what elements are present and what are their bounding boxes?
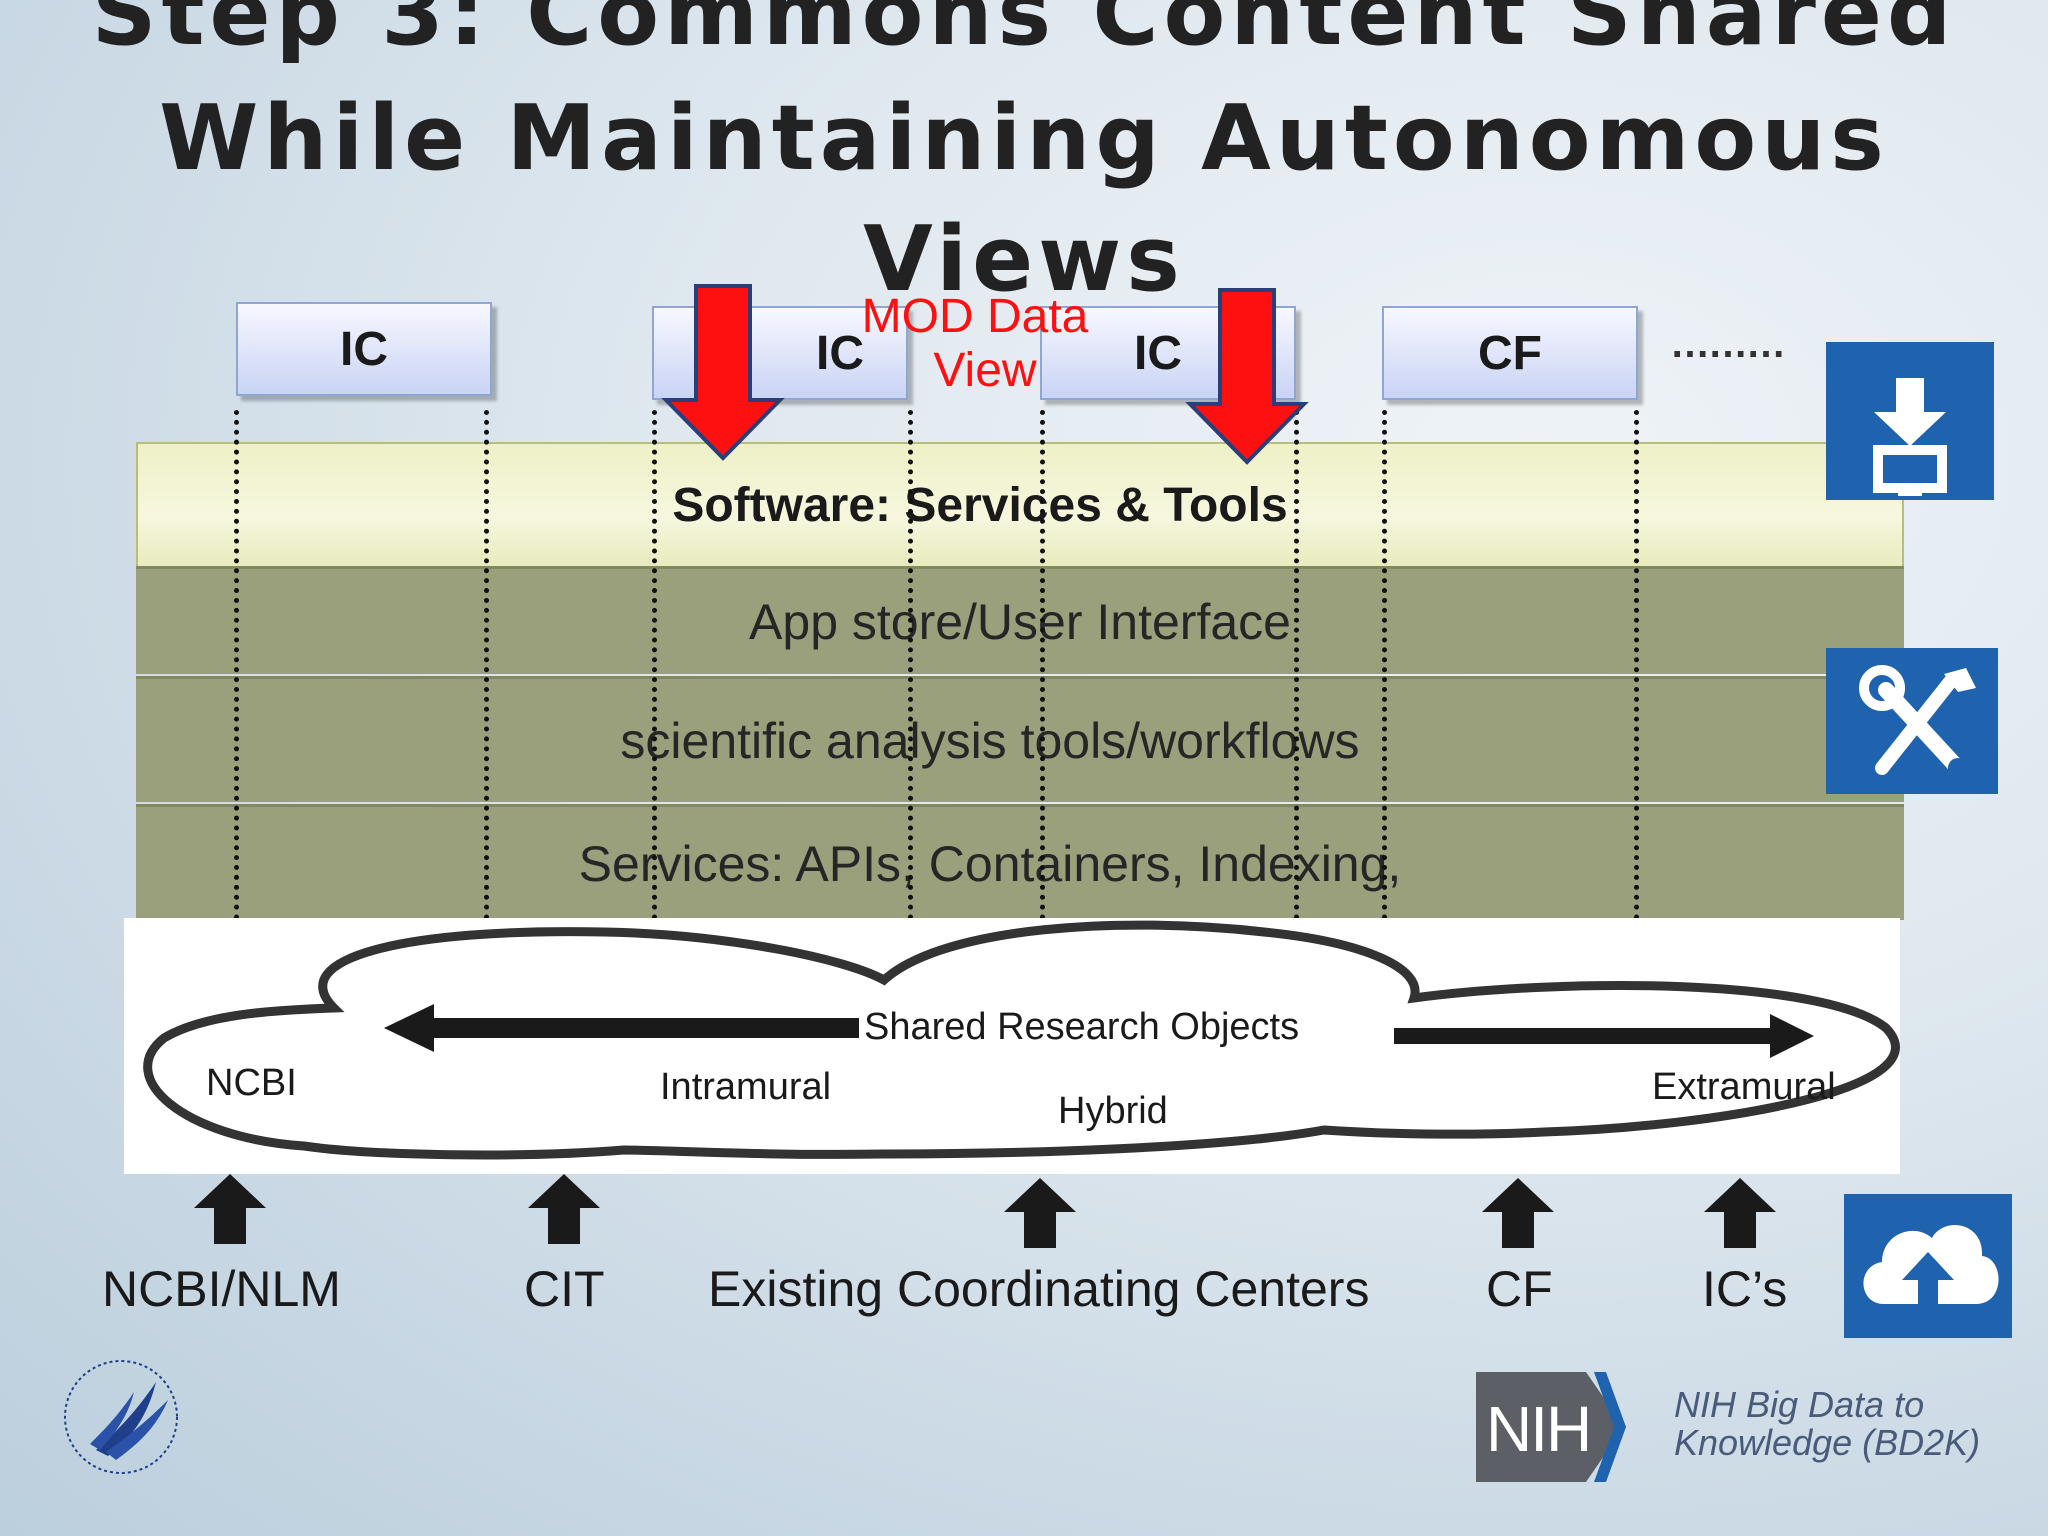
title-line-2: While Maintaining Autonomous (159, 86, 1889, 191)
hhs-eagle-icon (56, 1352, 186, 1482)
ncbi-cloud-label: NCBI (206, 1062, 297, 1104)
contributor-ics: IC’s (1702, 1261, 1788, 1317)
cloud-outline (143, 920, 1900, 1160)
extramural-label: Extramural (1652, 1066, 1836, 1108)
nih-logo: NIH (1476, 1368, 1626, 1486)
mod-label-line-2: View (933, 344, 1037, 397)
bd2k-line-2: Knowledge (BD2K) (1674, 1422, 1981, 1463)
contributor-cf: CF (1486, 1261, 1553, 1317)
bd2k-line-1: NIH Big Data to (1674, 1384, 1925, 1425)
shared-research-label: Shared Research Objects (864, 1006, 1300, 1048)
title-line-3: Views (863, 207, 1185, 312)
cloud-arrows (384, 1004, 1814, 1058)
divider-line (652, 410, 657, 920)
ic-box-1: IC (236, 302, 492, 396)
cf-box: CF (1382, 306, 1638, 400)
app-store-label: App store/User Interface (749, 593, 1291, 650)
analysis-layer: scientific analysis tools/workflows (136, 676, 1904, 802)
cloud-upload-icon (1844, 1194, 2012, 1338)
analysis-label: scientific analysis tools/workflows (620, 712, 1360, 769)
red-down-arrow (1185, 288, 1309, 465)
tools-icon (1826, 648, 1998, 794)
hybrid-label: Hybrid (1058, 1090, 1168, 1132)
nih-logo-text: NIH (1486, 1393, 1592, 1465)
red-down-arrow (661, 284, 785, 461)
divider-line (234, 410, 239, 920)
title-line-1: Step 3: Commons Content Shared (91, 0, 1957, 66)
software-layer-label: Software: Services & Tools (672, 478, 1288, 532)
divider-line (1634, 410, 1639, 920)
divider-line (1294, 410, 1299, 920)
shared-research-cloud: Shared Research Objects NCBI Intramural … (124, 918, 1900, 1174)
contributor-coordinating-centers: Existing Coordinating Centers (708, 1261, 1370, 1317)
mod-label-line-1: MOD Data (861, 290, 1089, 343)
divider-line (1040, 410, 1045, 920)
mod-data-view-label: MOD Data View (840, 290, 1110, 398)
divider-line (1382, 410, 1387, 920)
intramural-label: Intramural (660, 1066, 832, 1108)
divider-line (484, 410, 489, 920)
divider-line (908, 410, 913, 920)
up-arrow (194, 1174, 266, 1244)
contributor-ncbi-nlm: NCBI/NLM (102, 1261, 341, 1317)
more-ellipsis: ……… (1670, 322, 1786, 366)
download-to-computer-icon (1826, 342, 1994, 500)
up-arrow (1704, 1178, 1776, 1248)
up-arrow (1482, 1178, 1554, 1248)
contributor-cit: CIT (524, 1261, 605, 1317)
up-arrow (1004, 1178, 1076, 1248)
software-layer: Software: Services & Tools (136, 442, 1904, 568)
up-arrow (528, 1174, 600, 1244)
services-label: Services: APIs, Containers, Indexing, (578, 835, 1402, 892)
bd2k-logo-text: NIH Big Data to Knowledge (BD2K) (1674, 1386, 1980, 1462)
app-store-layer: App store/User Interface (136, 566, 1904, 674)
services-layer: Services: APIs, Containers, Indexing, (136, 804, 1904, 920)
